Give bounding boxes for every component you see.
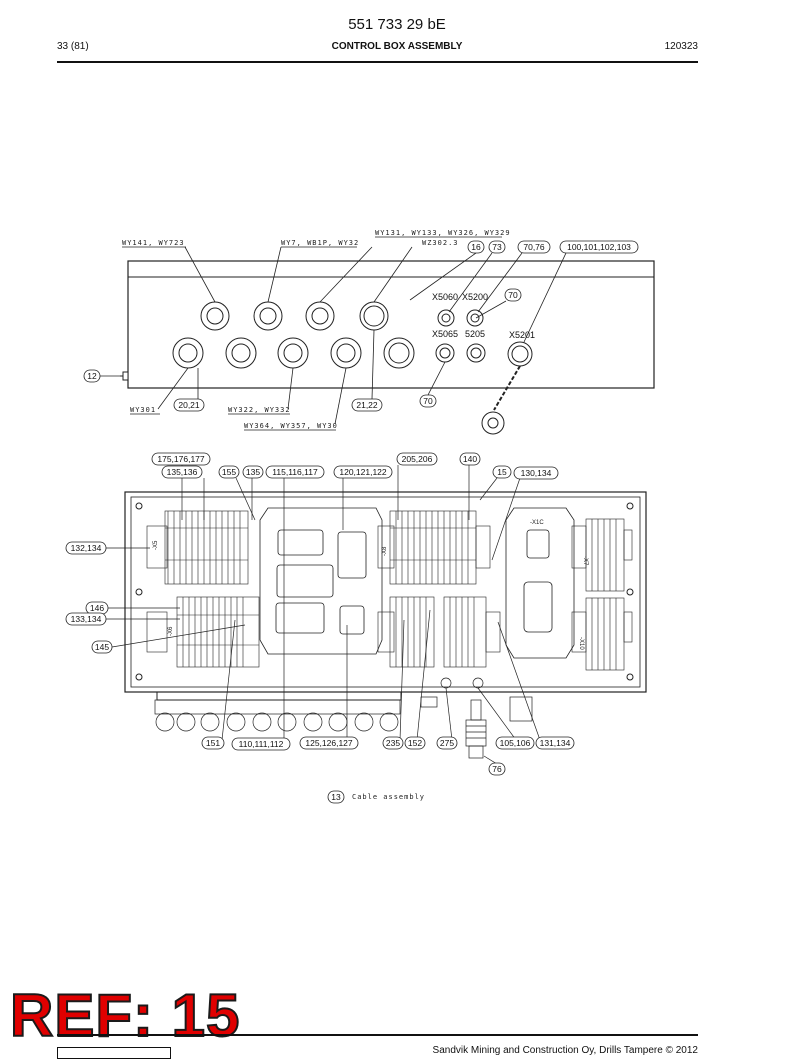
callout-number: 131,134 [540, 738, 571, 748]
callout-number: 175,176,177 [157, 454, 205, 464]
callout-number: 135 [246, 467, 260, 477]
page-number: 33 (81) [57, 41, 89, 52]
callout-number: 133,134 [71, 614, 102, 624]
callout-number: 151 [206, 738, 220, 748]
callout-number: 130,134 [521, 468, 552, 478]
callout-number: 16 [471, 242, 481, 252]
connector-label: 5205 [465, 329, 485, 339]
cable-gland-row-top [200, 301, 389, 331]
wire-label: WY7, WB1P, WY32 [281, 239, 359, 247]
control-box-top-view: WY141, WY723 WY7, WB1P, WY32 WY131, WY13… [83, 229, 655, 435]
callout-number: 205,206 [402, 454, 433, 464]
callout-number: 135,136 [167, 467, 198, 477]
section-title: CONTROL BOX ASSEMBLY [331, 41, 463, 52]
wire-label: WY141, WY723 [122, 239, 185, 247]
panel-label: -X1C [530, 520, 544, 526]
callout-number: 275 [440, 738, 454, 748]
connector-label: X5065 [432, 329, 458, 339]
callout-number: 140 [463, 454, 477, 464]
callout-number: 115,116,117 [272, 467, 318, 477]
wire-label: WY322, WY332 [228, 406, 291, 414]
callout-number: 15 [497, 467, 507, 477]
right-module [505, 507, 575, 659]
callout-number: 125,126,127 [305, 738, 353, 748]
document-number: 551 733 29 bE [348, 16, 446, 33]
terminal-block-x7 [571, 518, 633, 671]
panel-label: -X5 [153, 540, 159, 550]
leader-lines-inner [104, 465, 541, 765]
callout-number: 145 [95, 642, 109, 652]
connector-label: X5060 [432, 292, 458, 302]
callout-number: 73 [492, 242, 502, 252]
callout-number: 152 [408, 738, 422, 748]
callout-number: 146 [90, 603, 104, 613]
control-module [259, 507, 383, 655]
callout-number: 70,76 [523, 242, 545, 252]
callout-number: 100,101,102,103 [567, 242, 631, 252]
mounting-holes [135, 502, 634, 681]
callout-number: 105,106 [500, 738, 531, 748]
leader-lines-top [100, 246, 567, 425]
bottom-cable-glands [154, 677, 533, 759]
panel-label: -X10 [578, 637, 584, 650]
cable-assembly-note: 13 Cable assembly [327, 790, 425, 804]
header-rule [57, 61, 698, 63]
terminal-block-x5 [146, 510, 249, 585]
callout-number: 110,111,112 [239, 739, 284, 749]
callout-number: 235 [386, 738, 400, 748]
callout-number: 70 [508, 290, 518, 300]
callout-number: 70 [423, 396, 433, 406]
reference-badge: REF: 15 [9, 982, 241, 1049]
footer-rule [57, 1034, 698, 1036]
wire-label: WZ302.3 [422, 239, 459, 247]
callout-number: 155 [222, 467, 236, 477]
callout-number: 120,121,122 [339, 467, 387, 477]
callout-number: 12 [87, 371, 97, 381]
wire-label: WY364, WY357, WY30 [244, 422, 338, 430]
box-outline [127, 260, 655, 389]
panel-label: -X8 [382, 546, 388, 556]
document-date: 120323 [664, 41, 698, 52]
connector-label: X5200 [462, 292, 488, 302]
callout-number: 20,21 [178, 400, 200, 410]
sandvik-logo [57, 1047, 171, 1059]
footer-copyright: Sandvik Mining and Construction Oy, Dril… [432, 1045, 698, 1056]
callout-number: 13 [331, 792, 341, 802]
callout-number: 21,22 [356, 400, 378, 410]
panel-label: -X7 [582, 556, 588, 566]
connector-sockets [435, 309, 533, 435]
callout-number: 76 [492, 764, 502, 774]
callout-number: 132,134 [71, 543, 102, 553]
enclosure-outline [124, 491, 647, 693]
wire-label: WY131, WY133, WY326, WY329 [375, 229, 511, 237]
terminal-block-lower-middle [377, 596, 501, 668]
callouts-top [83, 240, 639, 412]
control-box-inner-view: -X5 -X6 -X8 -X7 -X10 -X1C [65, 452, 647, 776]
wire-label: WY301 [130, 406, 156, 414]
cable-gland-row-bottom [172, 337, 415, 369]
terminal-block-x8 [377, 510, 491, 585]
connector-label: X5201 [509, 330, 535, 340]
terminal-block-x6 [146, 596, 260, 668]
cable-assembly-label: Cable assembly [352, 793, 425, 801]
panel-label: -X6 [168, 626, 174, 636]
callouts-inner [65, 452, 575, 776]
